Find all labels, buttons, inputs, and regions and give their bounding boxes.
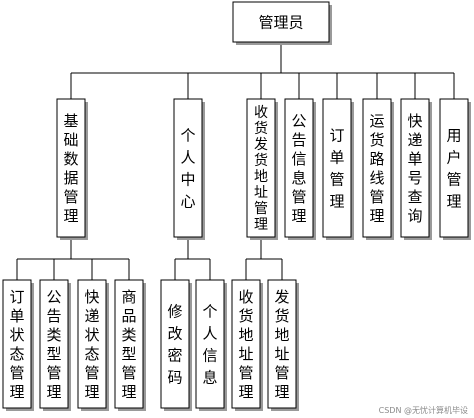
level1-node-route	[362, 98, 392, 238]
level1-node-profile	[173, 98, 203, 238]
level2-node-8	[267, 279, 297, 409]
root-node	[232, 1, 330, 43]
level2-node-6-label: 个人信息	[202, 302, 217, 386]
level2-node-5-label: 修改密码	[167, 302, 182, 386]
level1-node-basic	[56, 98, 86, 238]
level2-node-6	[195, 279, 225, 409]
level2-node-1	[2, 279, 32, 409]
level1-node-notice	[284, 98, 314, 238]
level2-node-2-label: 公告类型管理	[46, 288, 61, 401]
level1-node-address	[246, 98, 276, 238]
level1-node-basic-label: 基础数据管理	[63, 112, 78, 225]
level2-node-5	[160, 279, 190, 409]
level2-node-7	[231, 279, 261, 409]
level2-node-2	[39, 279, 69, 409]
root-node-label: 管理员	[258, 13, 303, 31]
level1-node-notice-label: 公告信息管理	[291, 112, 306, 225]
level1-node-order-label: 订单管理	[329, 126, 344, 210]
level1-node-address-label: 收货发货地址管理	[254, 105, 268, 233]
level1-node-user-label: 用户管理	[446, 126, 461, 210]
level1-node-order	[322, 98, 352, 238]
level1-node-profile-label: 个人中心	[180, 126, 195, 210]
level2-node-3	[77, 279, 107, 409]
level2-node-8-label: 发货地址管理	[274, 288, 289, 401]
level2-node-1-label: 订单状态管理	[9, 288, 24, 401]
level2-node-7-label: 收货地址管理	[238, 288, 253, 401]
level1-node-route-label: 运货路线管理	[369, 112, 384, 225]
level1-node-user	[439, 98, 469, 238]
level1-node-express	[400, 98, 430, 238]
level2-node-4	[114, 279, 144, 409]
level2-node-4-label: 商品类型管理	[121, 288, 136, 401]
level1-node-express-label: 快递单号查询	[407, 112, 422, 225]
watermark: CSDN @无忧计算机毕设	[378, 406, 468, 415]
level2-node-3-label: 快递状态管理	[84, 288, 99, 401]
